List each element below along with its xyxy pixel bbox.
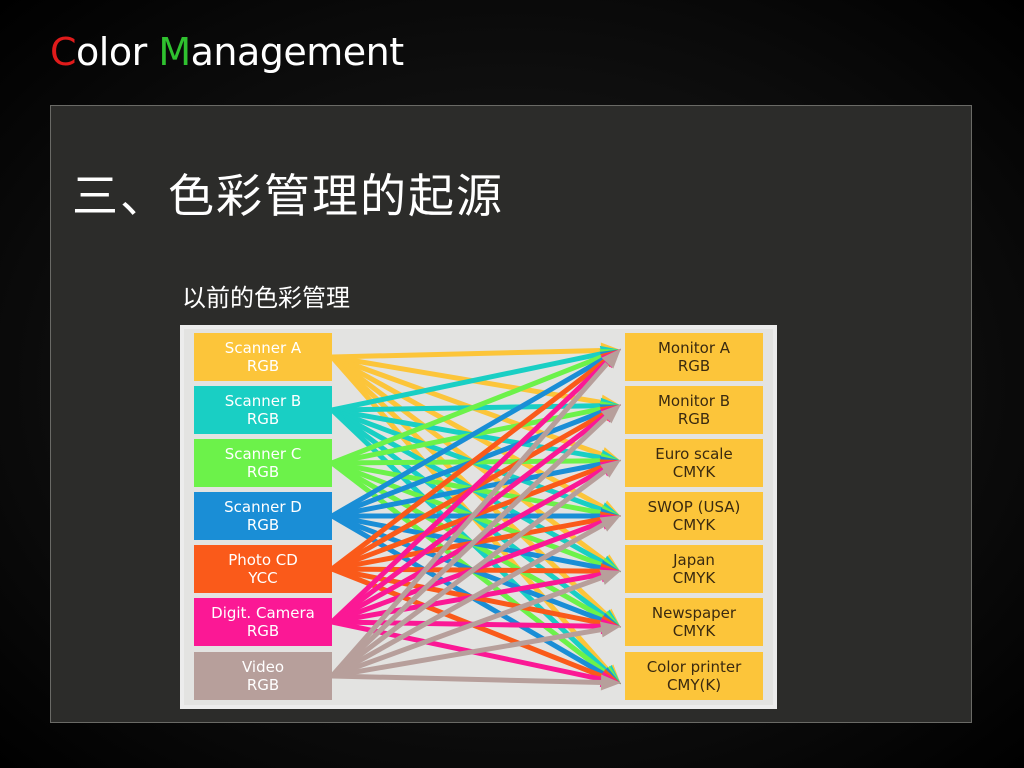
target-box-label: Euro scale bbox=[655, 445, 733, 463]
brand-text-olor: olor bbox=[76, 30, 159, 74]
target-box-3: SWOP (USA)CMYK bbox=[625, 492, 763, 540]
brand-letter-c: C bbox=[50, 30, 77, 74]
target-box-format: CMYK bbox=[672, 516, 716, 534]
source-box-label: Video bbox=[241, 658, 285, 676]
source-box-label: Scanner A bbox=[224, 339, 302, 357]
source-box-format: RGB bbox=[246, 676, 280, 694]
target-box-label: Monitor A bbox=[657, 339, 731, 357]
arrow-5-0 bbox=[330, 359, 609, 624]
arrow-6-3 bbox=[330, 520, 609, 679]
target-box-label: Newspaper bbox=[651, 604, 737, 622]
slide-subtitle: 以前的色彩管理 bbox=[182, 284, 350, 312]
source-box-format: RGB bbox=[246, 516, 280, 534]
target-box-label: Monitor B bbox=[657, 392, 731, 410]
arrowhead-6-5 bbox=[599, 621, 621, 638]
source-box-format: RGB bbox=[246, 622, 280, 640]
target-box-format: RGB bbox=[677, 357, 711, 375]
source-box-format: YCC bbox=[248, 569, 278, 587]
arrow-2-0 bbox=[331, 352, 608, 466]
arrowhead-6-6 bbox=[600, 674, 621, 691]
source-box-label: Scanner C bbox=[224, 445, 302, 463]
arrowhead-6-0 bbox=[601, 348, 621, 369]
brand-letter-m: M bbox=[158, 30, 191, 74]
arrowhead-6-4 bbox=[599, 569, 621, 585]
source-box-label: Scanner D bbox=[224, 498, 302, 516]
source-box-format: RGB bbox=[246, 357, 280, 375]
target-box-format: CMYK bbox=[672, 463, 716, 481]
arrow-4-0 bbox=[330, 357, 609, 571]
target-box-format: CMY(K) bbox=[666, 676, 722, 694]
target-box-format: RGB bbox=[677, 410, 711, 428]
target-box-label: Color printer bbox=[646, 658, 742, 676]
arrow-6-1 bbox=[330, 414, 609, 678]
arrowhead-6-3 bbox=[599, 515, 621, 532]
target-box-format: CMYK bbox=[672, 569, 716, 587]
source-box-format: RGB bbox=[246, 410, 280, 428]
arrow-6-2 bbox=[330, 467, 609, 678]
source-box-label: Scanner B bbox=[224, 392, 302, 410]
target-box-label: SWOP (USA) bbox=[647, 498, 741, 516]
source-box-label: Digit. Camera bbox=[211, 604, 315, 622]
arrow-6-0 bbox=[330, 361, 609, 678]
brand-text-anagement: anagement bbox=[190, 30, 405, 74]
arrow-6-4 bbox=[331, 573, 608, 679]
source-box-label: Photo CD bbox=[228, 551, 298, 569]
target-box-label: Japan bbox=[673, 551, 715, 569]
arrow-1-0 bbox=[331, 350, 608, 413]
arrowhead-6-2 bbox=[600, 459, 621, 478]
slide-title: 三、色彩管理的起源 bbox=[72, 169, 504, 223]
arrow-6-6 bbox=[331, 673, 608, 686]
source-box-format: RGB bbox=[246, 463, 280, 481]
target-box-format: CMYK bbox=[672, 622, 716, 640]
arrow-6-5 bbox=[331, 626, 608, 679]
arrowhead-6-1 bbox=[600, 404, 621, 424]
arrow-0-0 bbox=[331, 347, 608, 360]
arrow-3-0 bbox=[330, 354, 609, 519]
brand-logo: Color Management bbox=[50, 30, 404, 74]
